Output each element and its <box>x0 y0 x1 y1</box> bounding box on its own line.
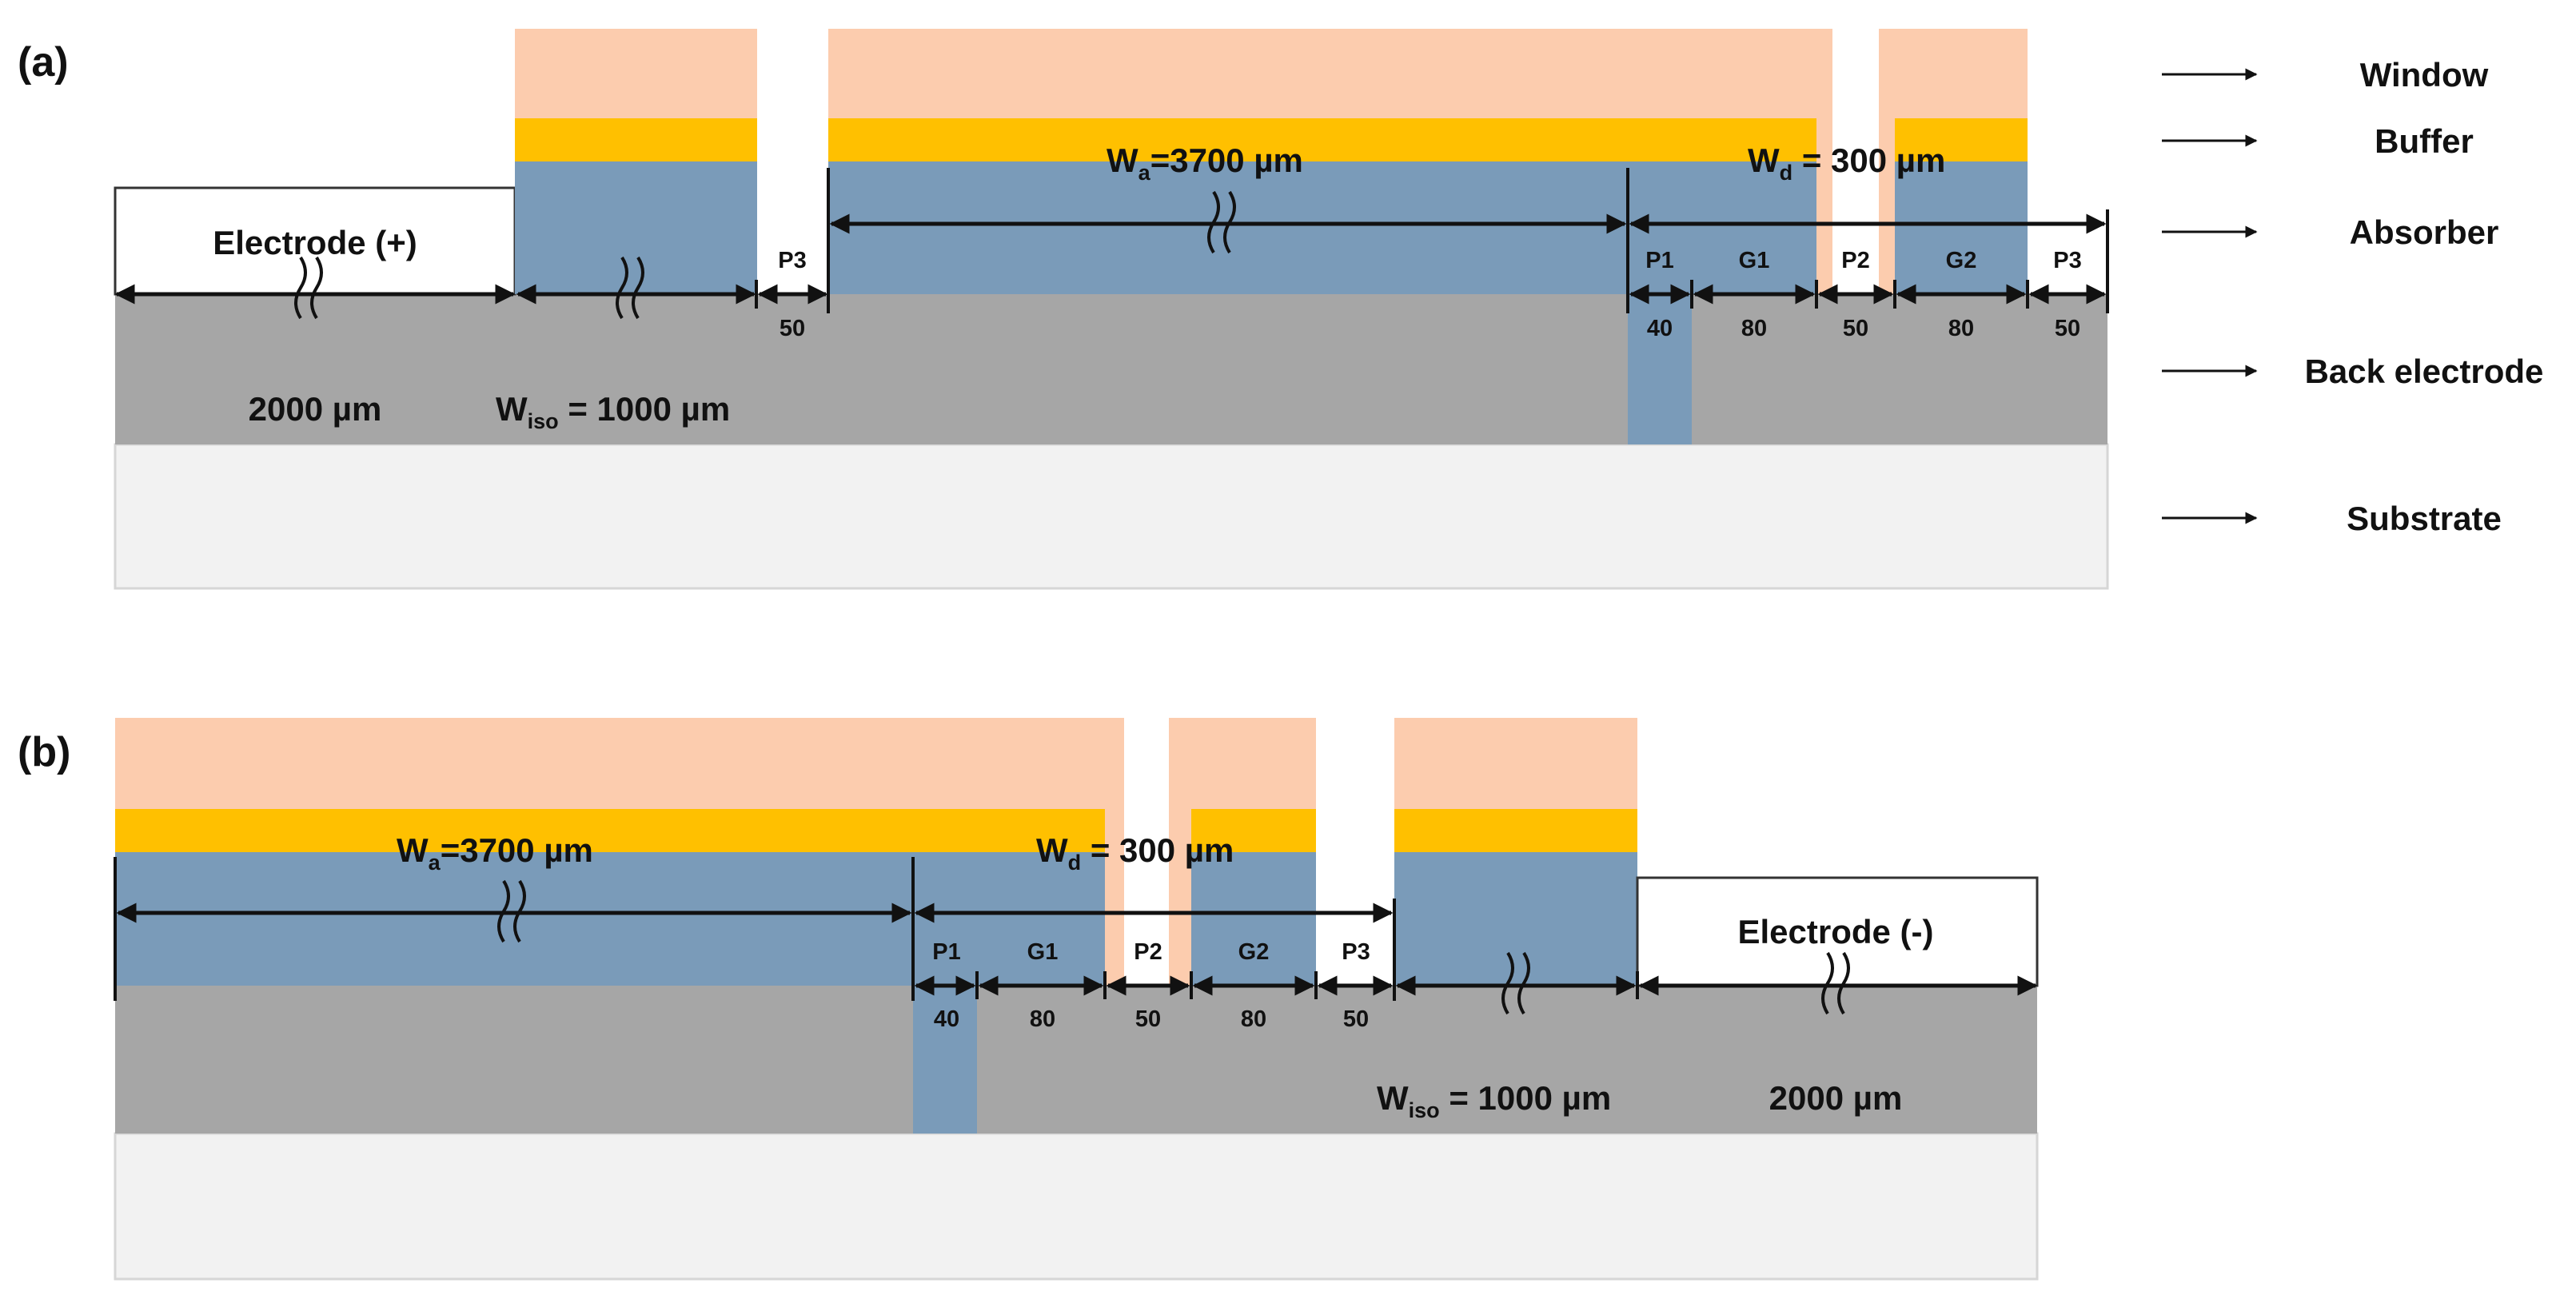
panel-b-window-main <box>115 718 1124 809</box>
panel-a-break-mark <box>616 256 644 320</box>
panel-b-scribe-label: G1 <box>1027 939 1059 965</box>
panel-b-label: (b) <box>18 729 70 775</box>
panel-a-break-mark <box>294 256 323 320</box>
panel-b-window-iso <box>1394 718 1637 809</box>
panel-b-buffer-iso <box>1394 809 1637 852</box>
panel-a: (a) <box>18 29 2109 590</box>
panel-a-p3-left-width: 50 <box>780 316 805 341</box>
panel-a-p1-absorber-fill <box>1628 294 1692 444</box>
panel-b-scribe-width: 40 <box>934 1006 959 1032</box>
panel-a-p2-window-fill <box>1816 118 1832 294</box>
panel-b-break-mark <box>497 879 526 943</box>
panel-b-absorber-iso <box>1394 852 1637 986</box>
panel-a-scribe-label: P3 <box>2053 248 2081 273</box>
panel-a-electrode-width: 2000 µm <box>249 390 382 428</box>
panel-a-buffer-right <box>1895 118 2028 161</box>
panel-a-scribe-label: P1 <box>1645 248 1673 273</box>
legend-label-window: Window <box>2360 56 2489 94</box>
panel-b-absorber-mid <box>1191 852 1316 986</box>
panel-b-back-electrode <box>115 986 2037 1134</box>
panel-a-scribe-width: 80 <box>1741 316 1767 341</box>
panel-a-scribe-width: 80 <box>1948 316 1974 341</box>
panel-b-scribe-width: 80 <box>1241 1006 1266 1032</box>
panel-a-absorber-main <box>828 161 1816 294</box>
panel-b-wa-label: Wa=3700 µm <box>397 831 593 875</box>
panel-b-scribe-label: P1 <box>932 939 960 965</box>
panel-a-window-main <box>828 29 1832 118</box>
panel-a-back-electrode <box>115 294 2107 444</box>
panel-b-buffer-main <box>115 809 1105 852</box>
panel-a-buffer-main <box>828 118 1816 161</box>
panel-b-scribe-label: P2 <box>1134 939 1162 965</box>
panel-a-break-mark <box>1207 190 1236 254</box>
panel-a-label: (a) <box>18 39 69 86</box>
panel-b-scribe-label: G2 <box>1238 939 1270 965</box>
panel-a-electrode-box <box>114 186 516 296</box>
panel-a-wa-label: Wa=3700 µm <box>1107 141 1303 185</box>
panel-b-break-mark <box>1821 951 1850 1015</box>
panel-b-break-mark <box>1501 951 1530 1015</box>
legend-label-buffer: Buffer <box>2375 122 2474 160</box>
panel-a-window-right <box>1879 29 2028 118</box>
panel-a-p2-window-fill-right <box>1879 118 1895 294</box>
panel-b-electrode-width: 2000 µm <box>1769 1079 1903 1117</box>
panel-b-electrode-box <box>1636 876 2039 987</box>
panel-a-substrate <box>114 443 2109 590</box>
legend-label-substrate: Substrate <box>2347 500 2502 537</box>
panel-a-scribe-label: P2 <box>1841 248 1869 273</box>
panel-b-wiso-label: Wiso = 1000 µm <box>1377 1079 1611 1122</box>
legend-label-back-electrode: Back electrode <box>2305 353 2544 390</box>
panel-a-window-iso <box>515 29 757 118</box>
panel-b-absorber-main <box>115 852 1105 986</box>
panel-b-window-mid <box>1169 718 1316 809</box>
panel-b-substrate <box>114 1132 2039 1281</box>
legend: Window Buffer Absorber Back electrode Su… <box>2162 56 2543 537</box>
panel-b-p1-absorber-fill <box>913 986 977 1134</box>
legend-label-absorber: Absorber <box>2350 213 2499 251</box>
panel-a-wd-label: Wd = 300 µm <box>1748 141 1945 185</box>
panel-b-scribe-width: 80 <box>1030 1006 1055 1032</box>
panel-b-p2-window-fill-mid <box>1169 809 1191 986</box>
panel-a-buffer-iso <box>515 118 757 161</box>
panel-b-scribe-label: P3 <box>1342 939 1370 965</box>
panel-b: (b) <box>18 718 2039 1281</box>
panel-b-wd-label: Wd = 300 µm <box>1036 831 1234 875</box>
panel-b-buffer-mid <box>1191 809 1316 852</box>
panel-a-p3-left-label: P3 <box>778 248 806 273</box>
panel-a-absorber-right <box>1895 161 2028 294</box>
panel-a-scribe-width: 40 <box>1647 316 1673 341</box>
panel-b-p2-window-fill <box>1105 809 1124 986</box>
panel-b-electrode-label: Electrode (-) <box>1737 913 1933 950</box>
panel-b-scribe-width: 50 <box>1343 1006 1369 1032</box>
panel-a-scribe-label: G1 <box>1739 248 1770 273</box>
panel-a-wiso-label: Wiso = 1000 µm <box>496 390 730 433</box>
panel-a-scribe-label: G2 <box>1946 248 1977 273</box>
panel-a-scribe-width: 50 <box>1843 316 1868 341</box>
panel-a-scribe-width: 50 <box>2055 316 2080 341</box>
panel-a-absorber-iso <box>515 161 757 294</box>
panel-a-electrode-label: Electrode (+) <box>213 224 417 261</box>
panel-b-scribe-width: 50 <box>1135 1006 1161 1032</box>
